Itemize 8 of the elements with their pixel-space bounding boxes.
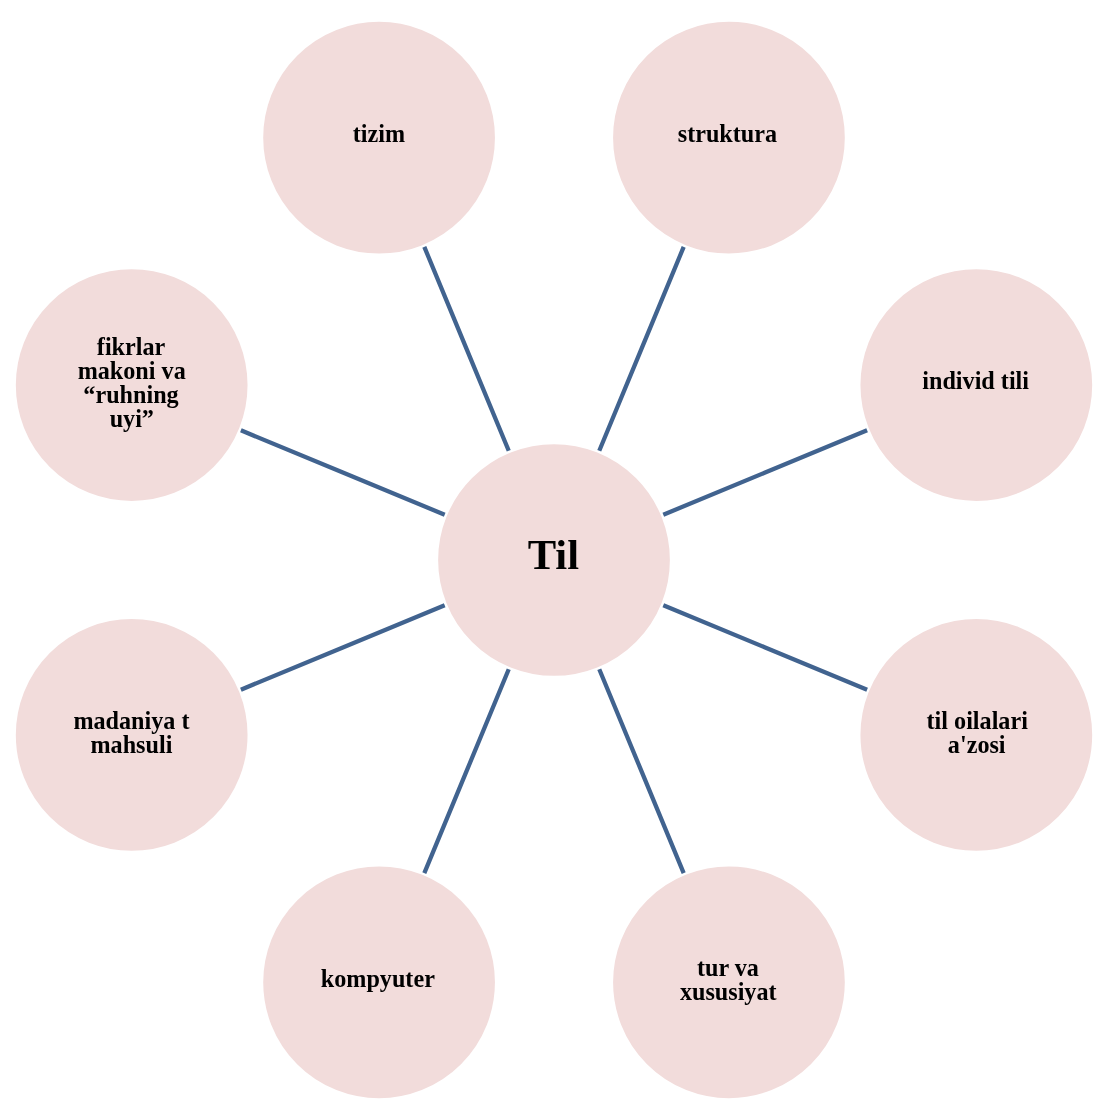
connector bbox=[597, 668, 686, 874]
connector bbox=[662, 428, 868, 517]
connector bbox=[662, 603, 868, 692]
connector bbox=[422, 668, 511, 874]
connector bbox=[240, 428, 446, 517]
connector bbox=[422, 246, 511, 452]
connector bbox=[240, 603, 446, 692]
connector bbox=[597, 246, 686, 452]
